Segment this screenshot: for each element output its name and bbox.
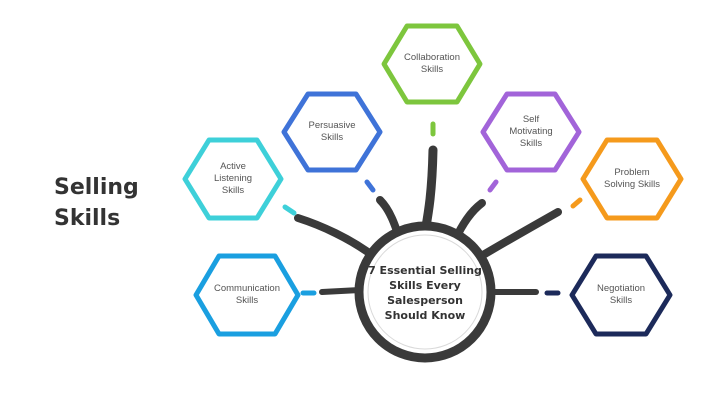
label-problem-solving-text: Problem Solving Skills: [604, 167, 660, 190]
label-negotiation-text: Negotiation Skills: [596, 283, 646, 306]
hexagon-persuasive: [281, 91, 383, 173]
label-problem-solving: Problem Solving Skills: [587, 159, 677, 199]
hexagon-communication: [193, 253, 301, 337]
hexagon-active-listening: [182, 137, 284, 221]
label-self-motivating: Self Motivating Skills: [491, 112, 571, 152]
dash-persuasive: [364, 179, 376, 193]
center-label-text: 7 Essential Selling Skills Every Salespe…: [368, 264, 482, 322]
branch-right: [474, 208, 562, 262]
dash-problem-solving: [570, 197, 583, 209]
branch-top: [420, 145, 438, 237]
label-self-motivating-text: Self Motivating Skills: [509, 114, 553, 149]
hexagon-negotiation: [569, 253, 673, 337]
label-collaboration: Collaboration Skills: [392, 44, 472, 84]
label-active-listening-text: Active Listening Skills: [213, 161, 253, 196]
branch-left: [294, 214, 380, 262]
label-communication-text: Communication Skills: [214, 283, 280, 306]
label-collaboration-text: Collaboration Skills: [404, 52, 460, 75]
hexagon-problem-solving: [580, 137, 684, 221]
dash-self-motivating: [487, 179, 499, 193]
label-communication: Communication Skills: [200, 275, 294, 315]
label-persuasive-text: Persuasive Skills: [308, 120, 356, 143]
side-title: Selling Skills: [54, 172, 164, 234]
skill-hexagons: [182, 23, 684, 337]
center-circle-inner: [367, 234, 483, 350]
center-label: 7 Essential Selling Skills Every Salespe…: [365, 258, 485, 328]
center-circle: [354, 221, 496, 363]
hexagon-self-motivating: [480, 91, 582, 173]
branch-lower-left: [319, 287, 363, 295]
connector-dashes: [282, 121, 583, 296]
label-persuasive: Persuasive Skills: [292, 112, 372, 152]
hexagon-collaboration: [381, 23, 483, 105]
dash-active-listening: [282, 204, 297, 216]
label-negotiation: Negotiation Skills: [580, 275, 662, 315]
side-title-text: Selling Skills: [54, 175, 139, 231]
label-active-listening: Active Listening Skills: [193, 159, 273, 199]
